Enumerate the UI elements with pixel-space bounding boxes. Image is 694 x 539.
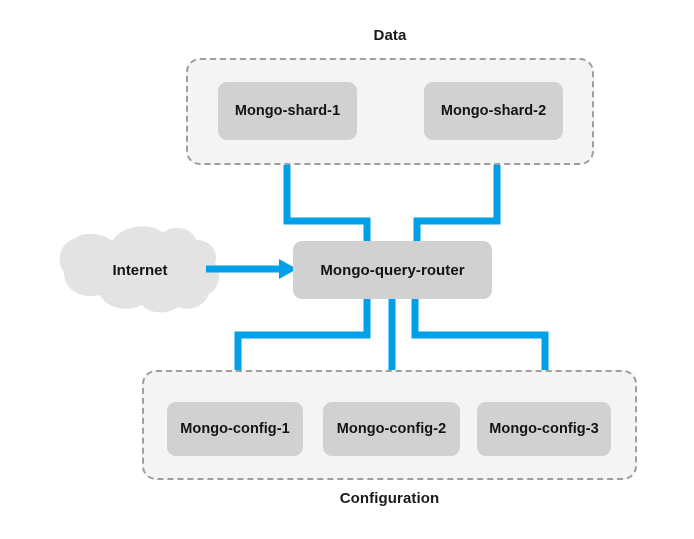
- node-mongo-config-3[interactable]: Mongo-config-3: [477, 402, 611, 456]
- connector-shard2-to-router: [413, 136, 501, 245]
- internet-cloud-label: Internet: [112, 262, 168, 279]
- connector-shard1-to-router: [283, 136, 371, 245]
- connector-internet-to-router: [206, 259, 297, 279]
- node-mongo-shard-2[interactable]: Mongo-shard-2: [424, 82, 563, 140]
- node-mongo-config-1[interactable]: Mongo-config-1: [167, 402, 303, 456]
- node-mongo-shard-1[interactable]: Mongo-shard-1: [218, 82, 357, 140]
- internet-cloud-shape: [59, 226, 220, 313]
- data-group-caption: Data: [373, 27, 407, 44]
- configuration-group-caption: Configuration: [339, 490, 440, 507]
- node-mongo-query-router[interactable]: Mongo-query-router: [293, 241, 492, 299]
- node-mongo-config-2[interactable]: Mongo-config-2: [323, 402, 460, 456]
